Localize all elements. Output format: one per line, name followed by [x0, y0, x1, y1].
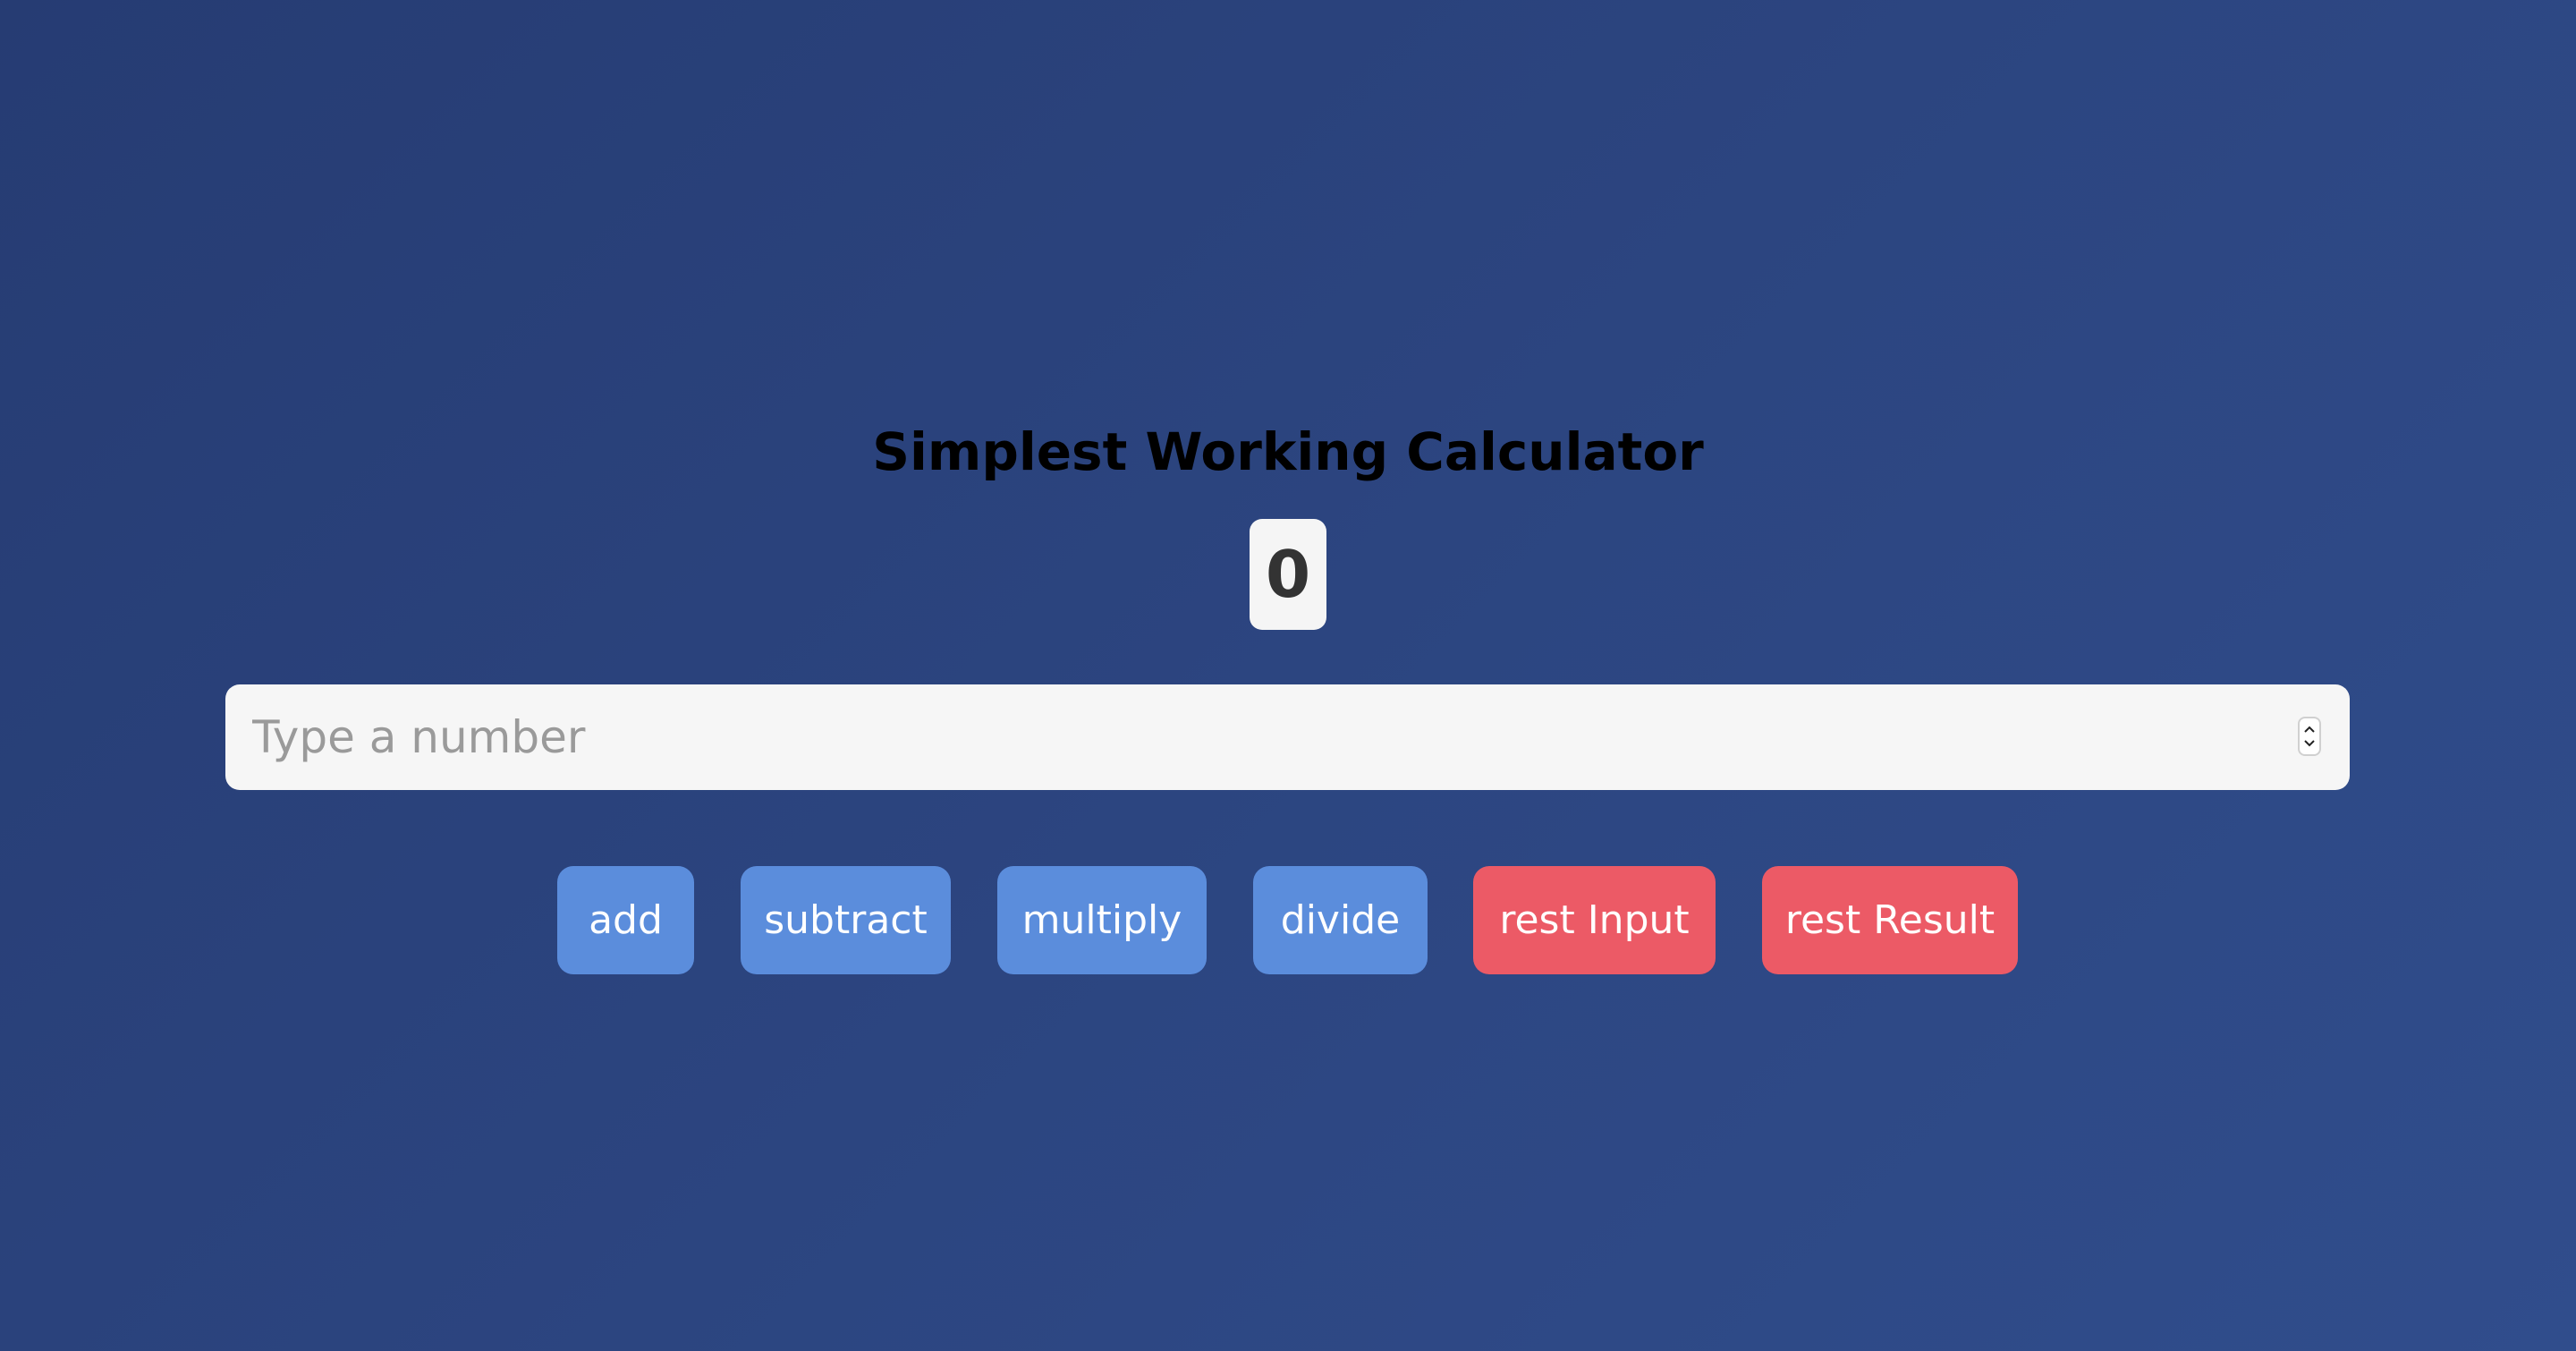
number-input[interactable]: [225, 684, 2283, 790]
number-input-container: [225, 684, 2350, 790]
chevron-down-icon[interactable]: [2301, 736, 2318, 751]
add-button[interactable]: add: [557, 866, 694, 974]
multiply-button[interactable]: multiply: [997, 866, 1207, 974]
reset-result-button[interactable]: rest Result: [1762, 866, 2018, 974]
page-title: Simplest Working Calculator: [872, 421, 1704, 482]
divide-button[interactable]: divide: [1253, 866, 1428, 974]
operation-buttons: add subtract multiply divide rest Input …: [0, 866, 2576, 974]
number-spinner[interactable]: [2298, 717, 2321, 756]
subtract-button[interactable]: subtract: [741, 866, 951, 974]
result-display: 0: [1250, 519, 1326, 630]
chevron-up-icon[interactable]: [2301, 722, 2318, 736]
reset-input-button[interactable]: rest Input: [1473, 866, 1716, 974]
